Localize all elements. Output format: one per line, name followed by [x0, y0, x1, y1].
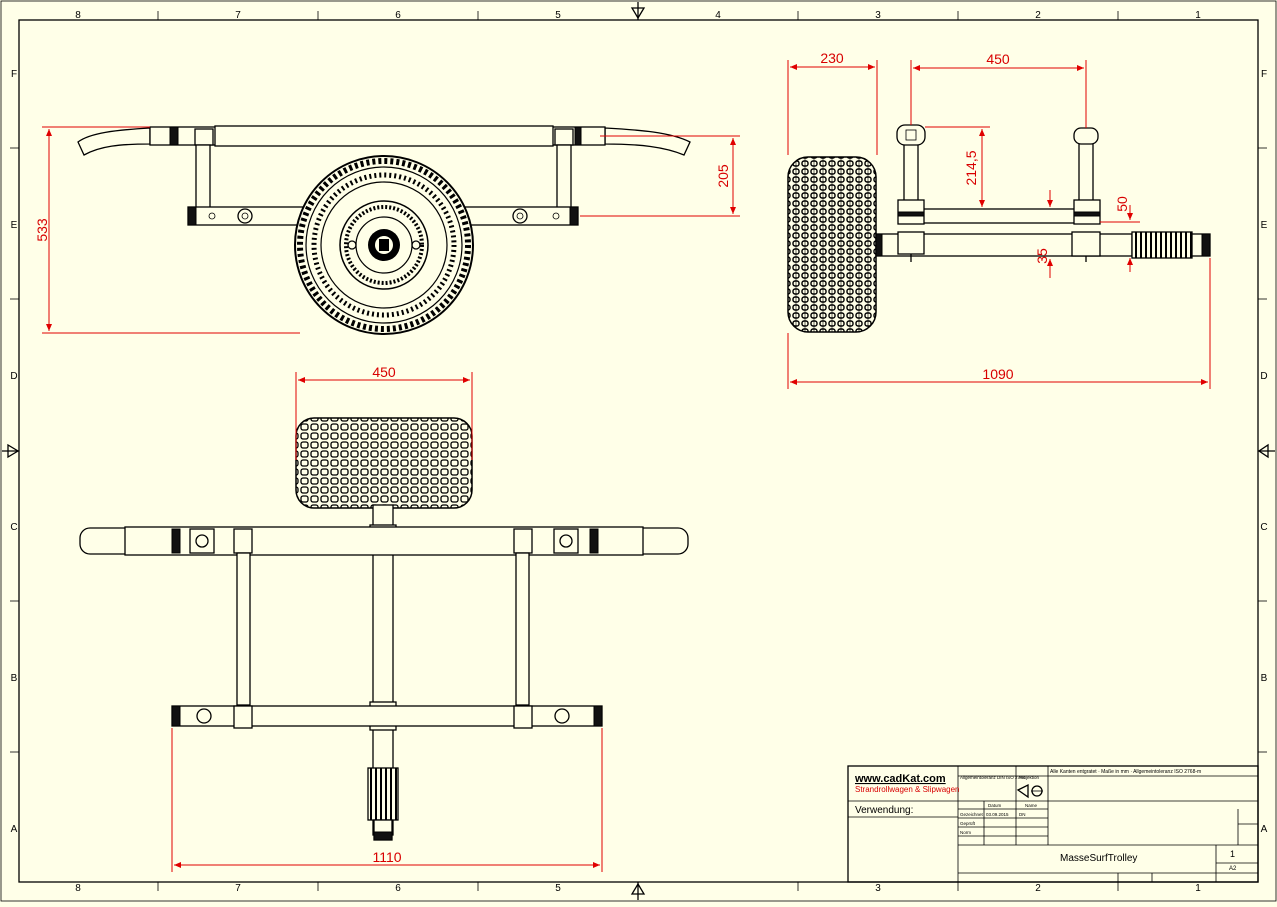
zone-label: 1	[1195, 10, 1201, 21]
title-block: www.cadKat.com Strandrollwagen & Slipwag…	[847, 765, 1259, 883]
projection-symbol-icon	[1016, 783, 1043, 799]
zone-label: 2	[1035, 883, 1041, 894]
drawn-date: 03.09.2015	[986, 812, 1009, 817]
zone-label: F	[11, 69, 17, 80]
sheet-number: 1	[1230, 849, 1235, 859]
zone-label: 3	[875, 883, 881, 894]
zone-label: 7	[235, 10, 241, 21]
dim-1090: 1090	[982, 366, 1013, 382]
top-view-dimensions: 450 1110	[171, 364, 603, 872]
dim-35: 35	[1034, 248, 1050, 264]
zone-label: 4	[715, 10, 721, 21]
zone-label: E	[11, 220, 18, 231]
zone-label: B	[1261, 673, 1268, 684]
end-view	[787, 124, 1211, 333]
projection-label: Projektion	[1019, 775, 1040, 780]
zone-label: E	[1261, 220, 1268, 231]
zone-label: 5	[555, 883, 561, 894]
side-view-dimensions: 533 205	[34, 126, 740, 334]
zone-label: B	[11, 673, 18, 684]
sheet-format: A2	[1229, 866, 1237, 872]
zone-label: 6	[395, 10, 401, 21]
norm-label: Norm	[960, 830, 971, 835]
side-view	[77, 125, 691, 335]
dim-230: 230	[820, 50, 844, 66]
top-view	[79, 417, 689, 841]
company-tagline: Strandrollwagen & Slipwagen	[855, 785, 960, 794]
end-view-dimensions: 230 450 214,5 35 50 1090	[787, 50, 1211, 389]
dim-1110: 1110	[372, 849, 401, 865]
zone-label: D	[1260, 371, 1267, 382]
dim-50: 50	[1114, 196, 1130, 212]
zone-label: 5	[555, 10, 561, 21]
zone-label: 6	[395, 883, 401, 894]
zone-label: 3	[875, 10, 881, 21]
company-name: www.cadKat.com	[854, 773, 946, 785]
dim-205: 205	[715, 164, 731, 188]
zone-label: 8	[75, 10, 81, 21]
dim-450-end: 450	[986, 51, 1010, 67]
drawn-label: Gezeichnet	[960, 812, 984, 817]
zone-label: A	[1261, 824, 1268, 835]
date-label: Datum	[988, 803, 1002, 808]
checked-label: Geprüft	[960, 821, 976, 826]
zone-label: C	[10, 522, 17, 533]
dim-533: 533	[34, 218, 50, 242]
dim-214-5: 214,5	[963, 150, 979, 185]
zone-label: 8	[75, 883, 81, 894]
tolerance-note: Allgemeintoleranz DIN ISO 2768	[960, 775, 1026, 780]
drawn-name: DN	[1019, 812, 1026, 817]
zone-label: 7	[235, 883, 241, 894]
zone-label: C	[1260, 522, 1267, 533]
zone-label: 2	[1035, 10, 1041, 21]
usage-label: Verwendung:	[855, 805, 913, 816]
name-label: Name	[1025, 803, 1038, 808]
zone-label: A	[11, 824, 18, 835]
zone-label: 1	[1195, 883, 1201, 894]
dim-450-top: 450	[372, 364, 396, 380]
general-notes: Alle Kanten entgratet · Maße in mm · All…	[1050, 769, 1201, 775]
zone-label: D	[10, 371, 17, 382]
drawing-title: MasseSurfTrolley	[1060, 853, 1137, 864]
zone-label: F	[1261, 69, 1267, 80]
